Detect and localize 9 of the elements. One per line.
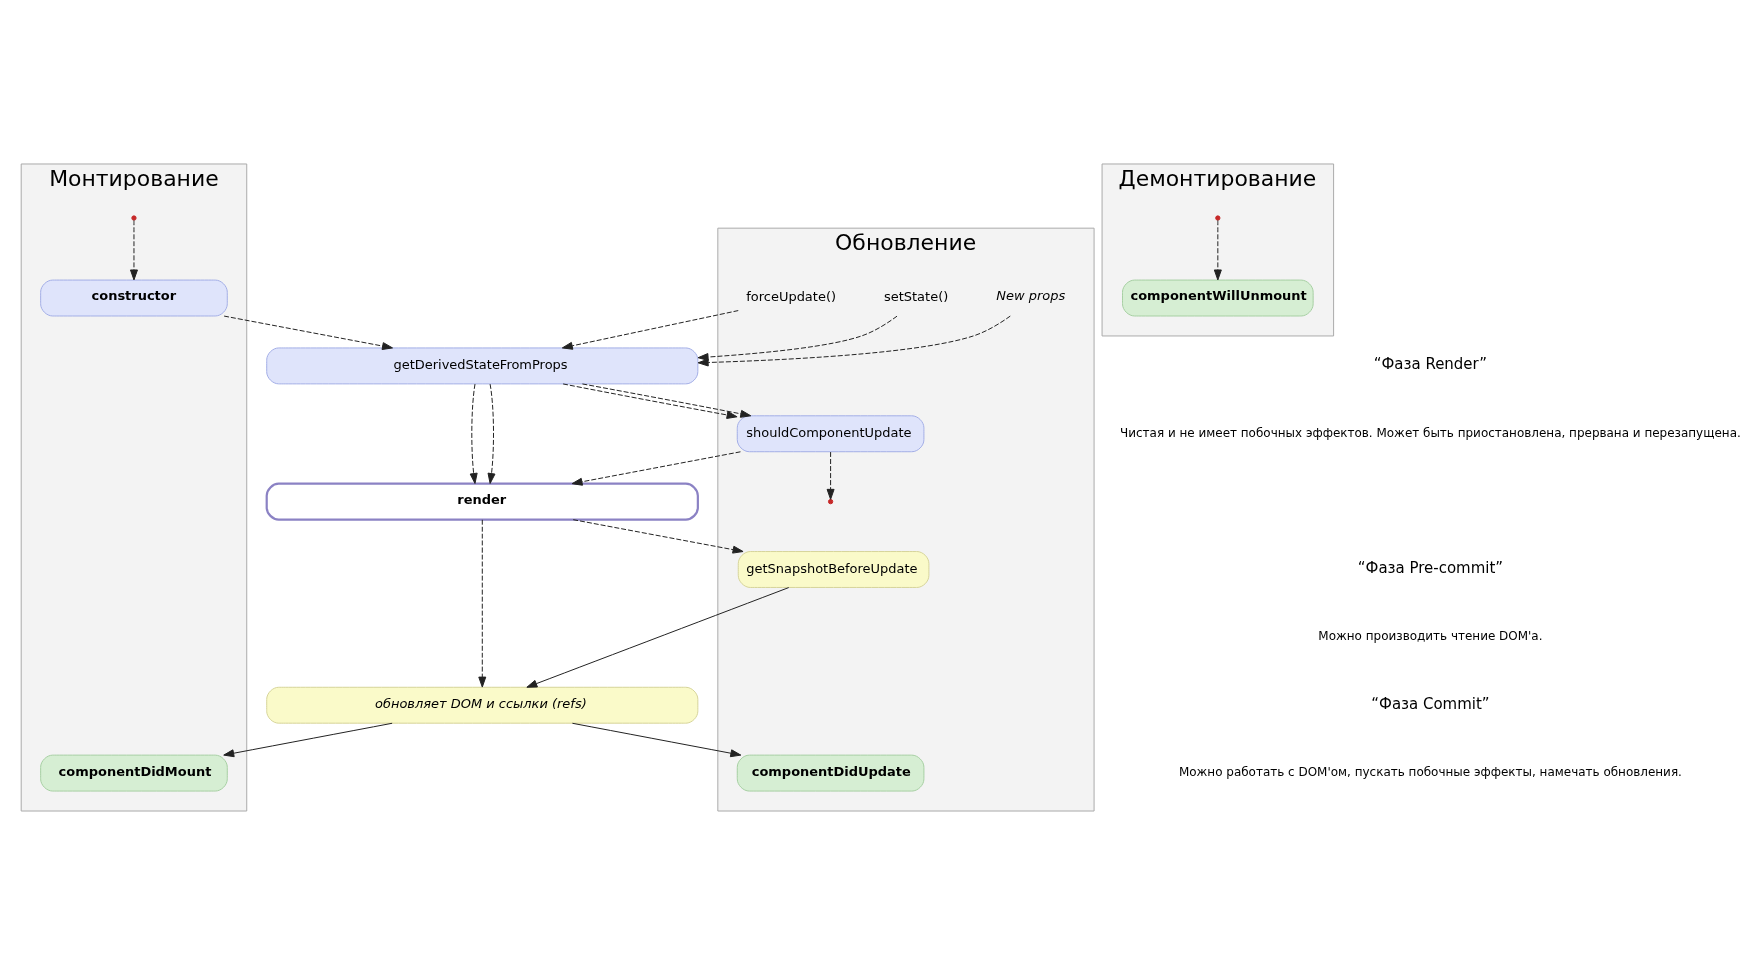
node-text: New props [996,287,1066,303]
node-text: setState() [883,288,949,304]
label: Чистая и не имеет побочных эффектов. Может быть приостановлена, прервана и перезапущена. [1120,425,1741,440]
label: Можно работать с DOM'ом, пускать побочные эффекты, намечать обновления. [1178,764,1682,779]
label: “Фаза Render” [1373,354,1488,373]
label: “Фаза Pre-commit” [1357,558,1504,577]
node-text: forceUpdate() [746,288,837,304]
label: Можно производить чтение DOM'а. [1318,628,1543,643]
label: “Фаза Commit” [1371,694,1490,713]
